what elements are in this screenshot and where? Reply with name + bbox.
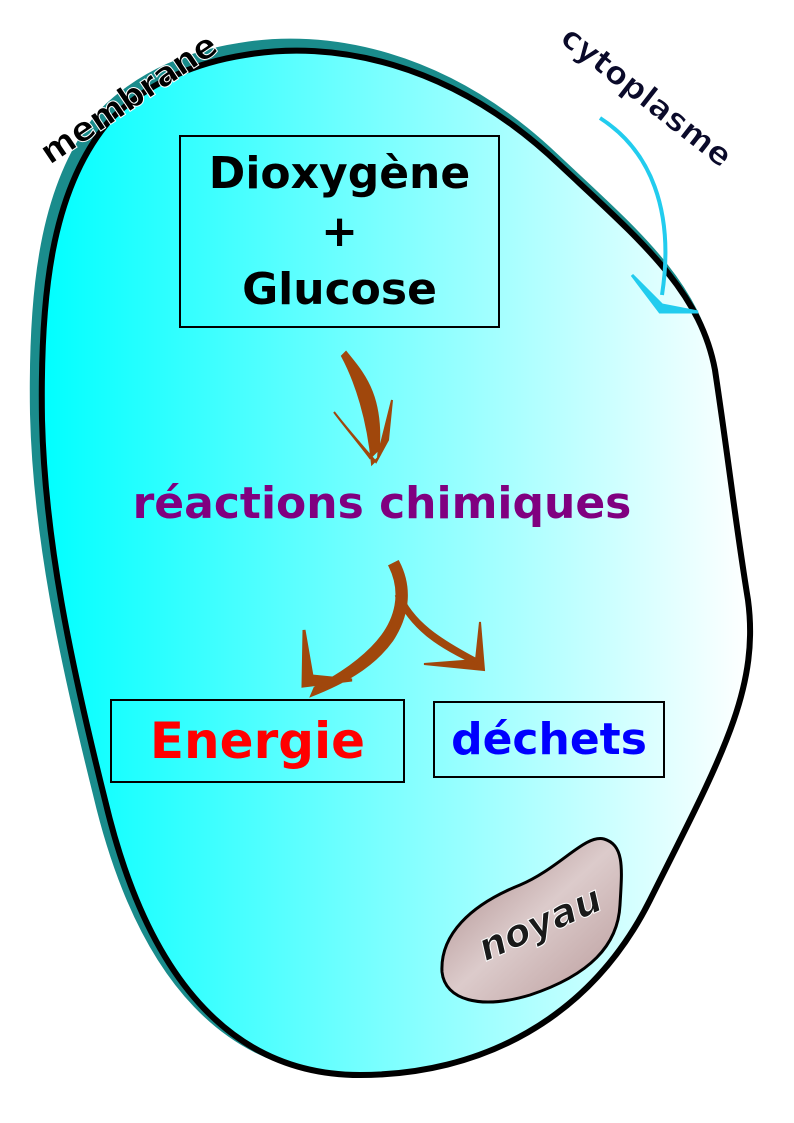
cytoplasme-pointer-arrow xyxy=(598,116,668,296)
input-line-glucose: Glucose xyxy=(242,263,437,315)
input-line-dioxygene: Dioxygène xyxy=(208,147,471,199)
noyau-shape xyxy=(440,837,623,1004)
input-box: Dioxygène + Glucose xyxy=(179,135,500,328)
cytoplasme-pointer-head xyxy=(630,273,699,314)
arrow-to-dechets xyxy=(394,590,486,672)
energie-label: Energie xyxy=(149,712,366,770)
cytoplasme-label: cytoplasme xyxy=(554,18,740,175)
dechets-label: déchets xyxy=(451,714,647,765)
dechets-box: déchets xyxy=(433,701,665,778)
input-line-plus: + xyxy=(321,205,358,257)
arrow-to-reactions xyxy=(333,350,393,467)
reactions-chimiques-label: réactions chimiques xyxy=(132,478,632,529)
energie-box: Energie xyxy=(110,699,405,783)
